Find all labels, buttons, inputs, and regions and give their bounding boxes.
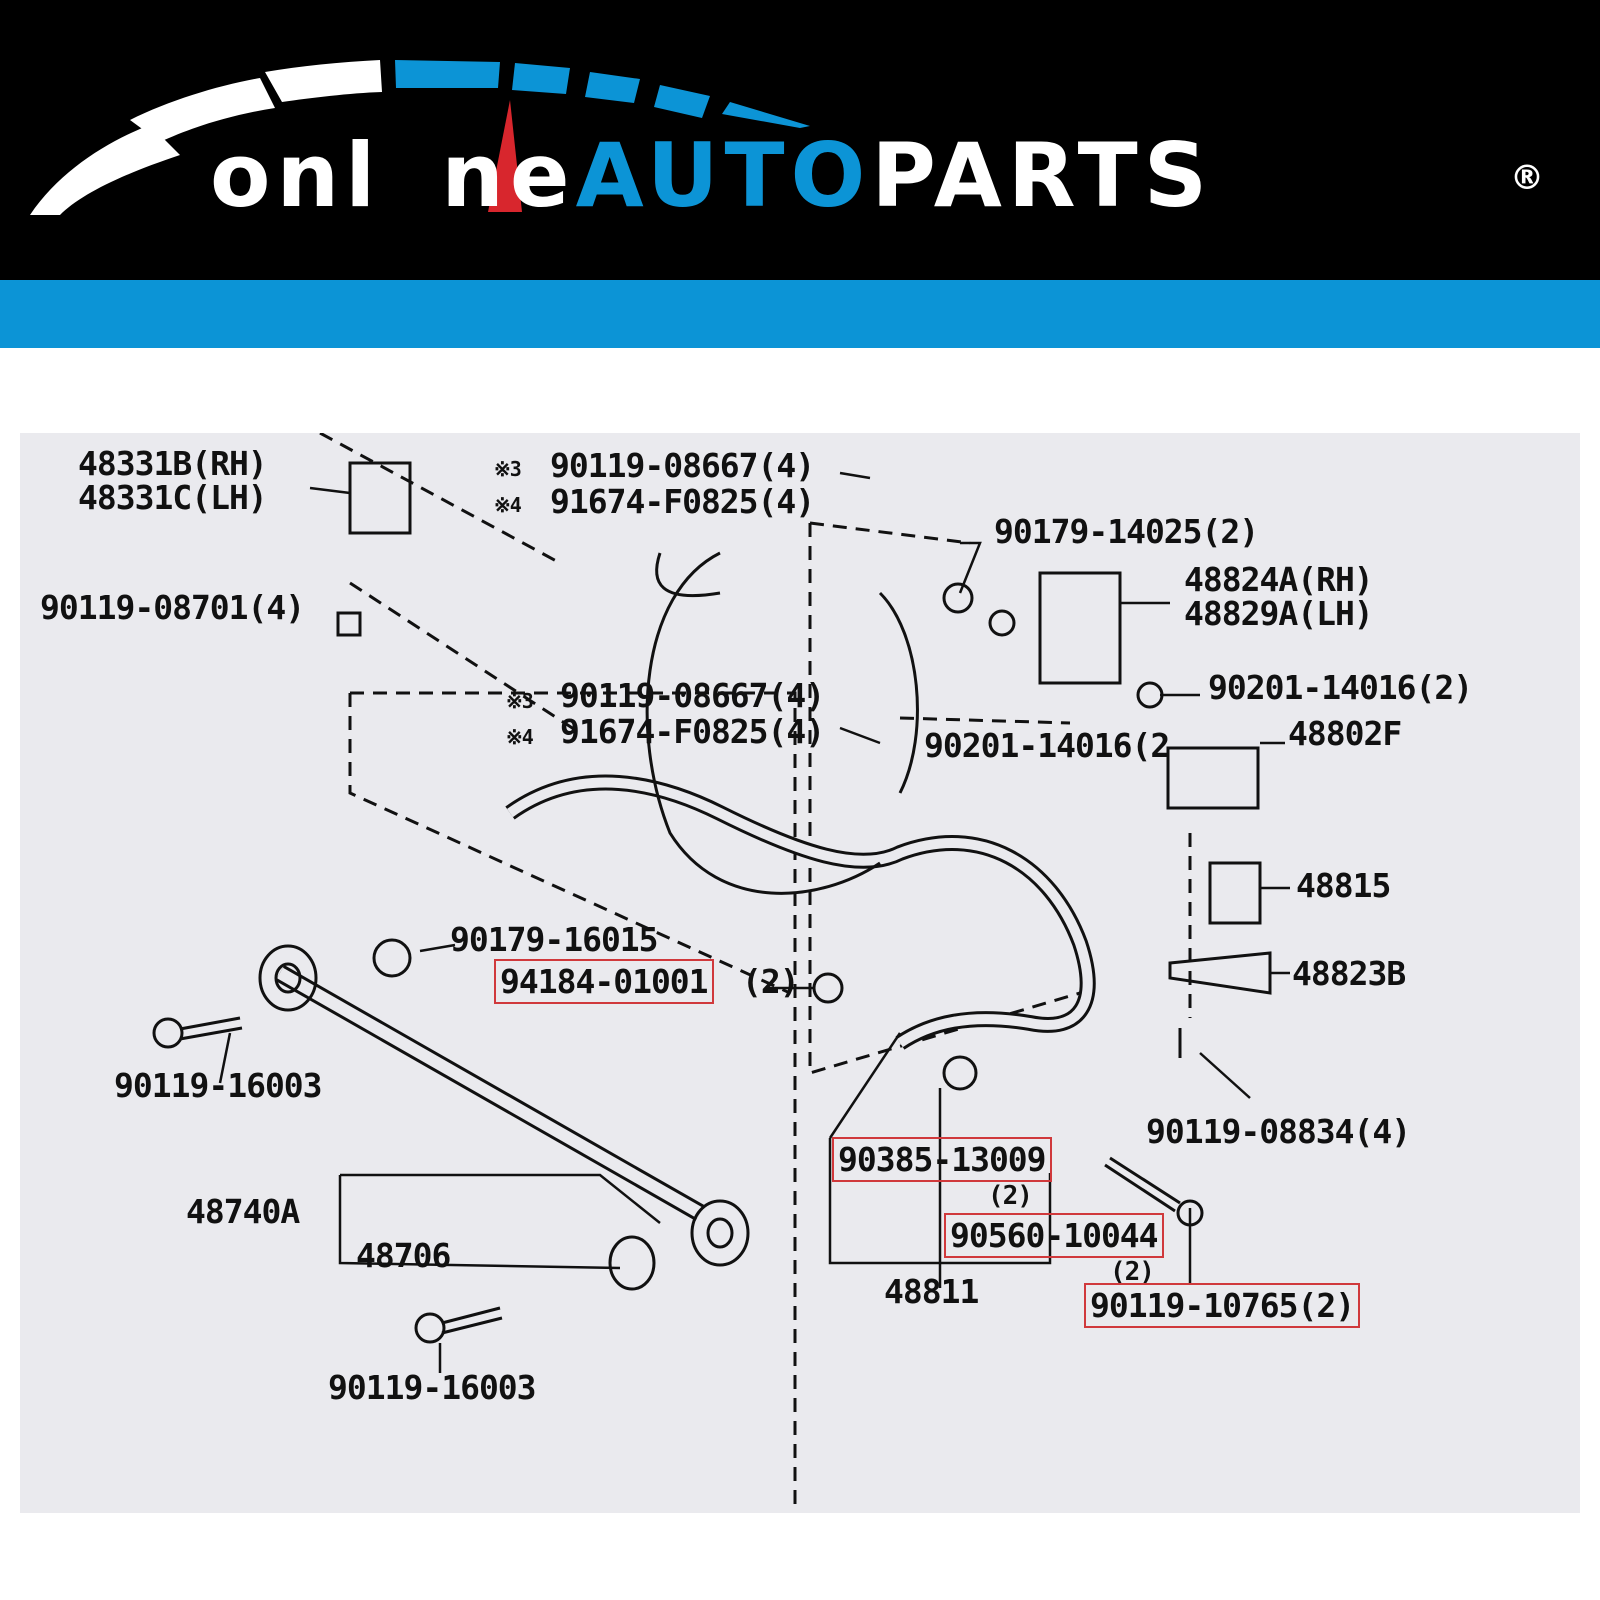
leader-lines <box>218 471 1290 1373</box>
washer-90201-b <box>1136 681 1164 709</box>
swoosh-blue-4 <box>654 85 710 118</box>
label-94184-01001: 94184-01001 <box>494 959 714 1004</box>
swoosh-blue-1 <box>395 60 500 88</box>
label-90119-16003-lower: 90119-16003 <box>328 1368 537 1407</box>
label-90119-16003-upper: 90119-16003 <box>114 1066 323 1105</box>
nut-90179-14025 <box>942 582 974 614</box>
label-48331b: 48331B(RH) <box>78 444 268 483</box>
label-90201-14016-left: 90201-14016(2 <box>924 726 1170 765</box>
label-90560-10044: 90560-10044 <box>944 1213 1164 1258</box>
label-48802f: 48802F <box>1288 714 1402 753</box>
swoosh-blue-3 <box>585 72 640 103</box>
label-48331c: 48331C(LH) <box>78 478 268 517</box>
bracket-48823b <box>1168 951 1272 995</box>
rod-bushing-right <box>690 1199 750 1267</box>
bracket-48331 <box>348 461 412 535</box>
label-90179-16015: 90179-16015 <box>450 920 659 959</box>
bushing-90179-16015 <box>372 938 412 978</box>
label-48823b: 48823B <box>1292 954 1406 993</box>
label-90201-14016-right: 90201-14016(2) <box>1208 668 1473 707</box>
note-3-mid: ※3 <box>506 689 534 713</box>
bushing-90385 <box>942 1055 978 1091</box>
logo-text-onl: onl <box>210 124 382 227</box>
nut-90119-08701 <box>336 611 362 637</box>
logo-text-parts: parts <box>871 124 1214 227</box>
label-48815: 48815 <box>1296 866 1391 905</box>
label-90119-08667-mid: 90119-08667(4) <box>560 676 825 715</box>
note-4-top: ※4 <box>494 493 522 517</box>
label-90560-qty: (2) <box>1110 1257 1155 1287</box>
swoosh-white-1 <box>30 125 180 215</box>
nut-94184 <box>812 972 844 1004</box>
label-94184-qty: (2) <box>742 962 800 1001</box>
bolt-left-lower <box>414 1306 503 1344</box>
registered-mark: ® <box>1510 158 1544 198</box>
label-90119-08667-top: 90119-08667(4) <box>550 446 815 485</box>
label-90119-10765: 90119-10765(2) <box>1083 1283 1361 1328</box>
logo-wordmark: onlneautoparts <box>210 132 1213 220</box>
washer-90201 <box>988 609 1016 637</box>
label-48706: 48706 <box>356 1236 451 1275</box>
bushing-48815 <box>1208 861 1262 925</box>
note-4-mid: ※4 <box>506 725 534 749</box>
needle-red <box>488 100 522 212</box>
label-90119-08701: 90119-08701(4) <box>40 588 305 627</box>
label-90179-14025: 90179-14025(2) <box>994 512 1259 551</box>
header-banner <box>0 0 1600 280</box>
label-48740a: 48740A <box>186 1192 300 1231</box>
label-91674-f0825-top: 91674-F0825(4) <box>550 482 815 521</box>
bolt-left-upper <box>152 1016 243 1049</box>
label-90385-qty: (2) <box>988 1181 1033 1211</box>
swoosh-white-2 <box>130 78 275 142</box>
logo-text-auto: auto <box>575 124 872 227</box>
bushing-48706 <box>608 1235 656 1291</box>
label-48829a: 48829A(LH) <box>1184 594 1374 633</box>
swoosh-white-3 <box>265 60 382 102</box>
label-48811: 48811 <box>884 1272 979 1311</box>
onlineautoparts-logo <box>30 60 810 215</box>
bolt-right-diag <box>1104 1156 1204 1227</box>
link-48802f <box>1166 746 1260 810</box>
sway-bar <box>505 774 1096 1050</box>
parts-diagram: 48331B(RH) 48331C(LH) 90119-08701(4) ※3 … <box>20 433 1580 1513</box>
bracket-48824a <box>1038 571 1122 685</box>
label-90119-08834: 90119-08834(4) <box>1146 1112 1411 1151</box>
cross-member-arc <box>645 551 881 895</box>
swoosh-blue-2 <box>512 63 570 94</box>
diagram-drawing <box>152 433 1290 1513</box>
logo-text-ne: ne <box>441 124 576 227</box>
swoosh-blue-5 <box>722 102 810 128</box>
rod-bushing-left <box>258 944 318 1012</box>
blue-stripe <box>0 280 1600 348</box>
note-3-top: ※3 <box>494 457 522 481</box>
label-90385-13009: 90385-13009 <box>832 1137 1052 1182</box>
label-48824a: 48824A(RH) <box>1184 560 1374 599</box>
label-91674-f0825-mid: 91674-F0825(4) <box>560 712 825 751</box>
